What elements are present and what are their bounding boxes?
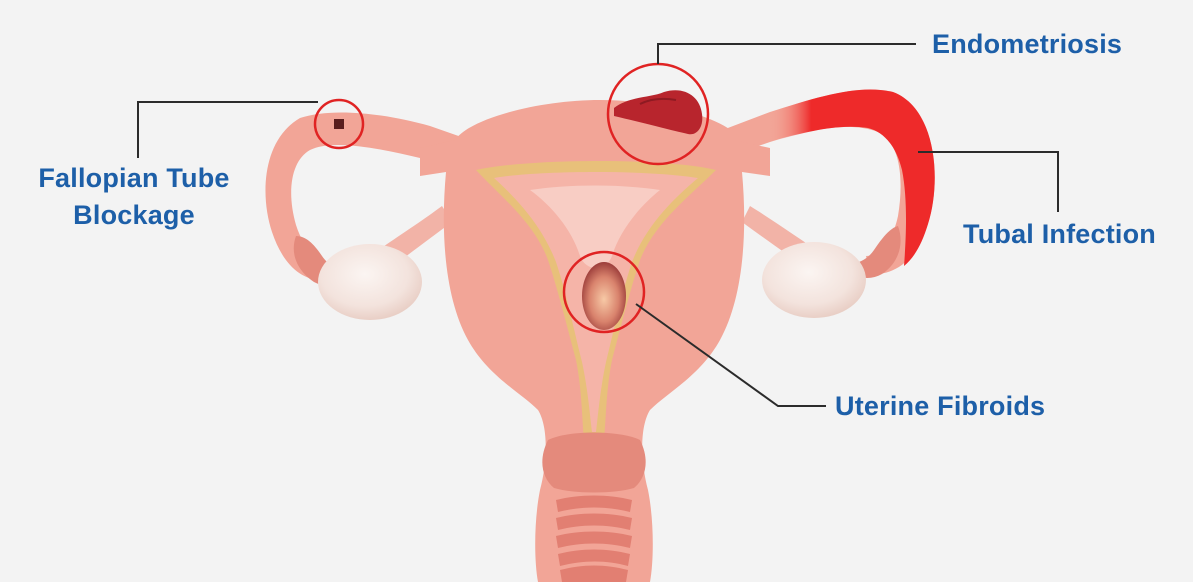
blockage-mark	[334, 119, 344, 129]
tubal-infection-leader-line	[918, 152, 1058, 212]
right-ovary	[762, 242, 866, 318]
cervix	[542, 433, 645, 493]
fallopian-tube-blockage-label: Fallopian Tube Blockage	[22, 160, 246, 234]
endometriosis-label: Endometriosis	[932, 26, 1122, 63]
fallopian-label-line2: Blockage	[22, 197, 246, 234]
endometriosis-leader-line	[658, 44, 916, 64]
fibroid	[582, 262, 626, 330]
tubal-infection-label: Tubal Infection	[963, 216, 1156, 253]
left-ovary	[318, 244, 422, 320]
fallopian-label-line1: Fallopian Tube	[22, 160, 246, 197]
uterine-fibroids-label: Uterine Fibroids	[835, 388, 1045, 425]
